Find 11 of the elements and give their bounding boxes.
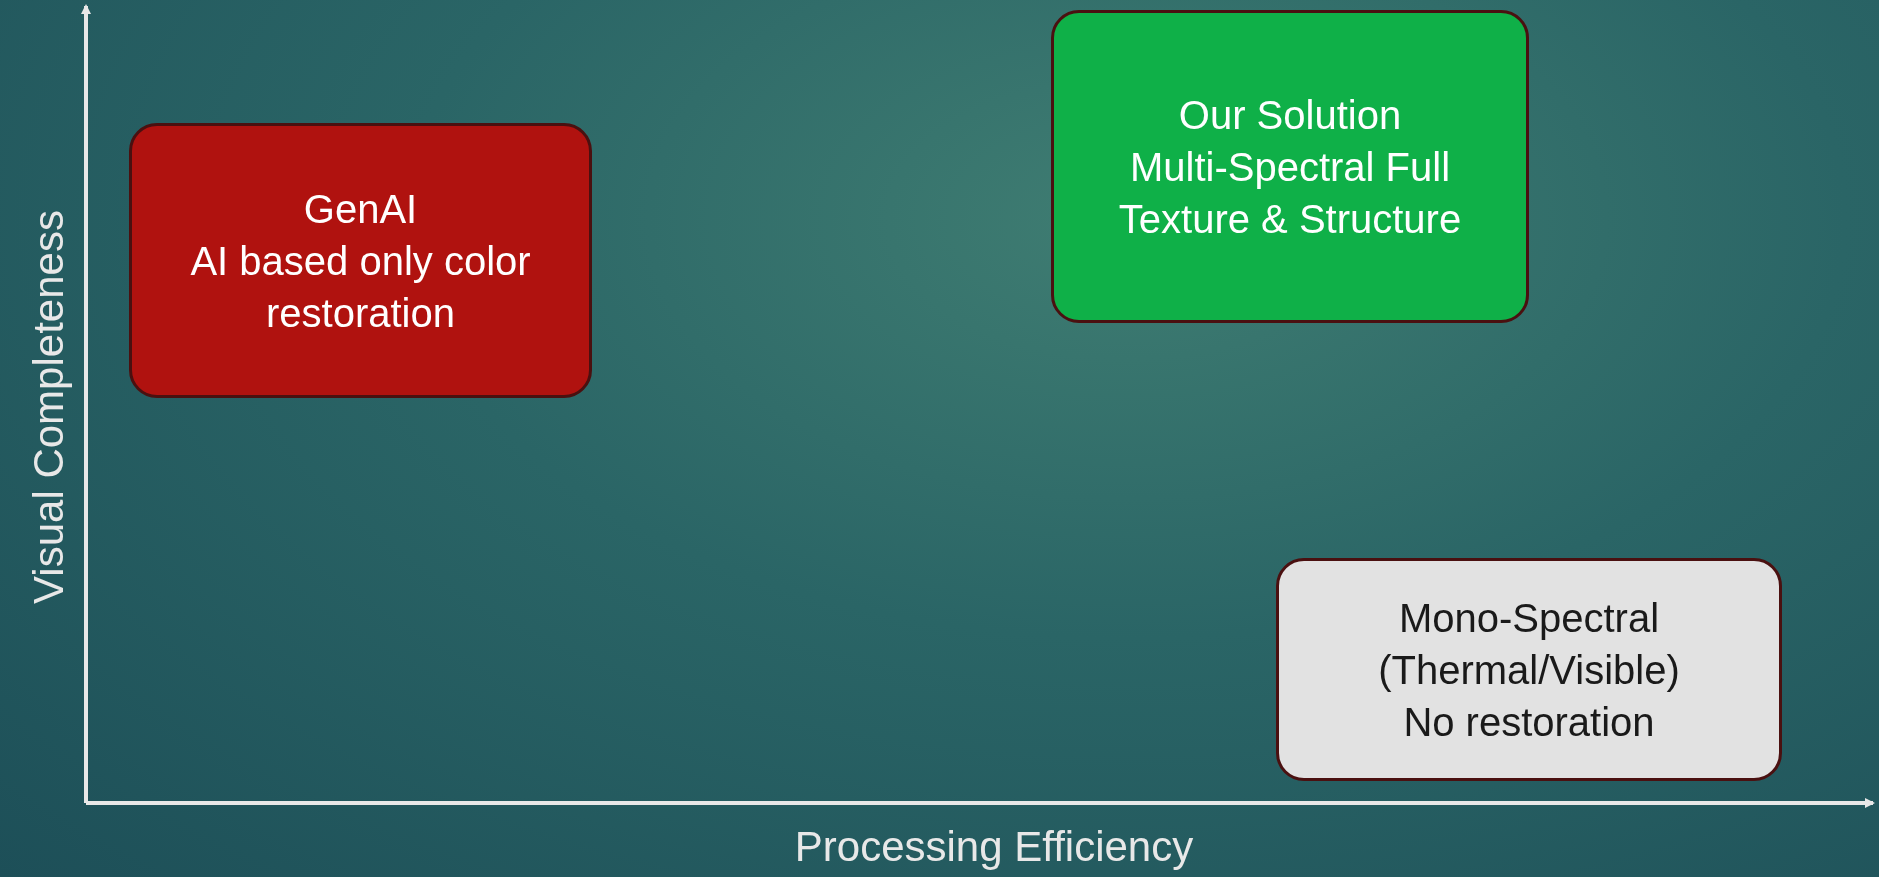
box-text: Mono-Spectral (Thermal/Visible) (1377, 594, 1681, 694)
axis-label: Processing Efficiency (794, 822, 1194, 872)
box-text: No restoration (1403, 698, 1655, 746)
axis-label: Visual Completeness (23, 210, 73, 604)
box-text: AI based only color restoration (189, 237, 532, 337)
quadrant-box (1276, 558, 1782, 781)
box-text: Multi-Spectral Full Texture & Structure (1118, 143, 1462, 243)
quadrant-box (129, 123, 592, 398)
box-text: Our Solution (1178, 91, 1402, 139)
quadrant-box (1051, 10, 1529, 323)
box-text: GenAI (303, 185, 418, 233)
